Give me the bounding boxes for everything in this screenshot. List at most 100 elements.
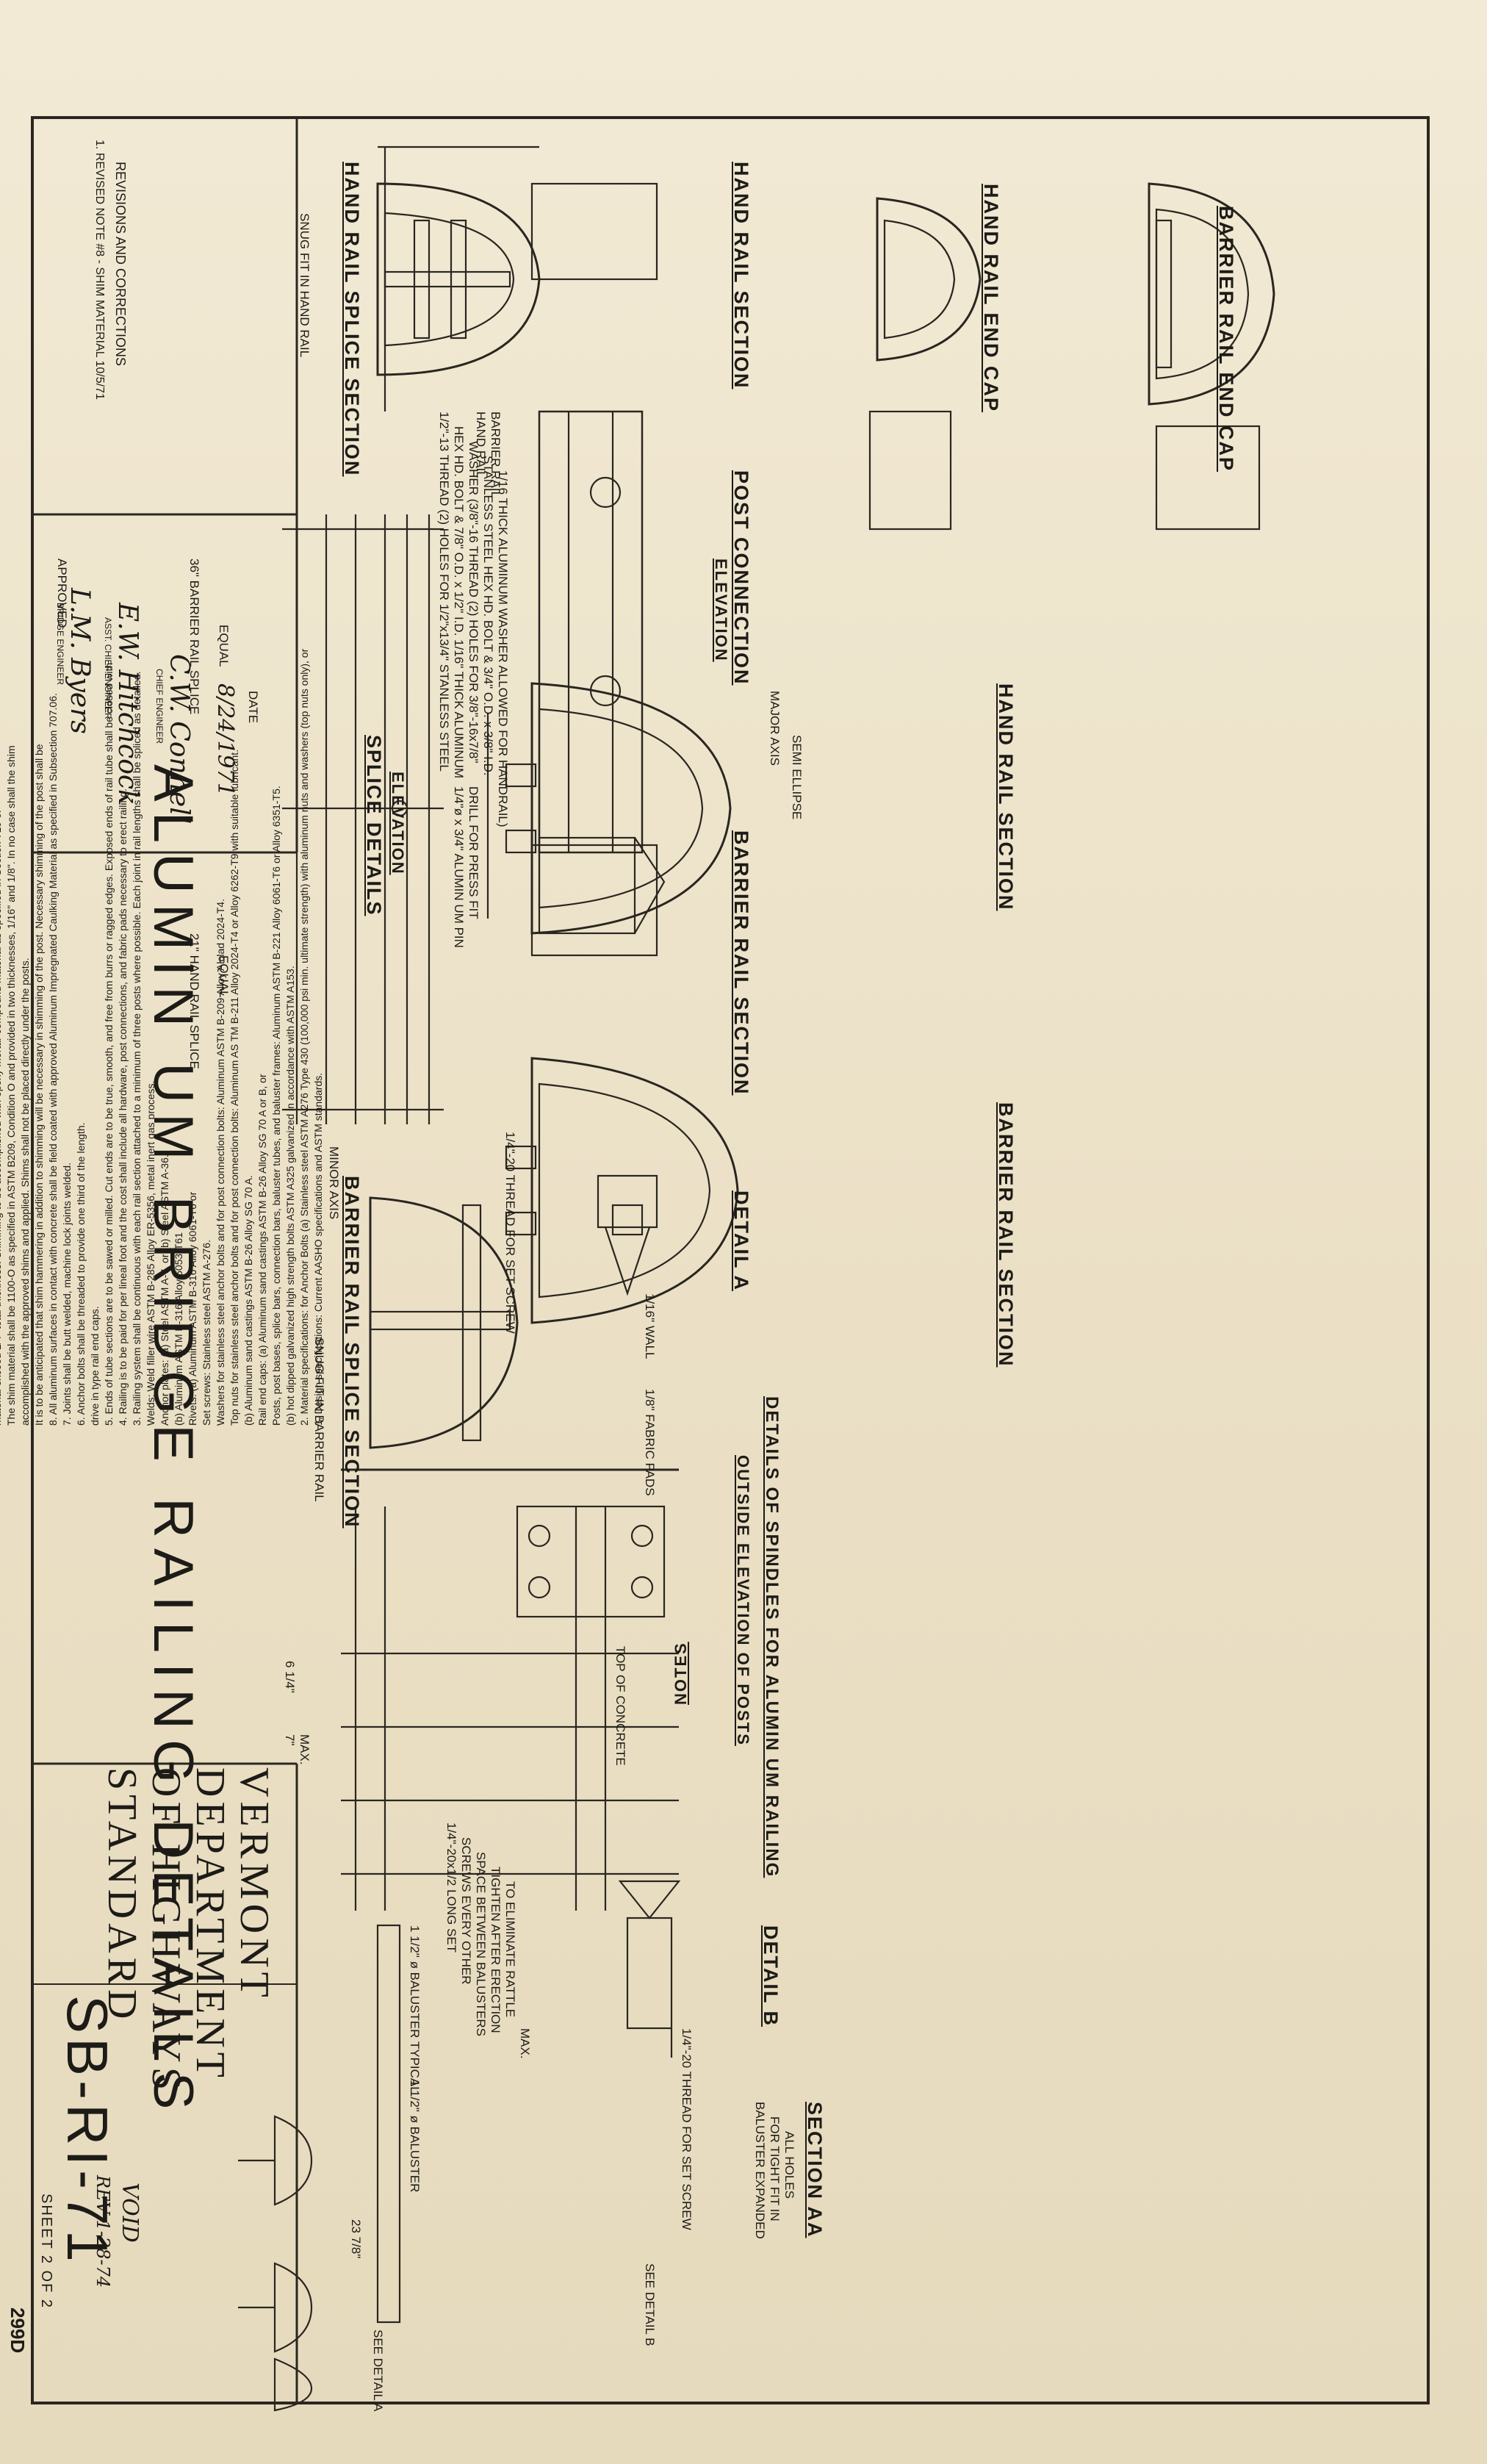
bolt-note-5: 1/16 THICK ALUMINUM WASHER ALLOWED FOR H… <box>496 470 510 827</box>
outside-elevation-posts <box>341 1468 679 1911</box>
title-elevation-2: ELEVATION <box>712 558 730 662</box>
note-line: (b) hot dipped galvanized high strength … <box>284 966 296 1426</box>
title-elevation: ELEVATION <box>389 772 407 875</box>
approval-date: 8/24/1971 <box>212 683 238 797</box>
signature-3-title: BRIDGE ENGINEER <box>55 603 65 686</box>
title-section-aa: SECTION AA <box>804 2102 826 2238</box>
label-baluster: 1 1/2" ø BALUSTER <box>408 2080 422 2193</box>
note-line: 1. Design specifications: Current AASHO … <box>312 1072 324 1426</box>
note-line: accomplished with the approved shims and… <box>19 958 31 1426</box>
post-connection-elevation <box>530 182 658 957</box>
label-set-screw-4: TIGHTEN AFTER ERECTION <box>489 1867 503 2033</box>
note-line: material exceed 1/4" total thickness. Sh… <box>0 810 3 1426</box>
label-dim-6: 6 1/4" <box>283 1661 297 1693</box>
sheet-of: SHEET 2 OF 2 <box>38 2194 54 2310</box>
note-line: Rail end caps: (a) Aluminum sand casting… <box>256 1074 268 1426</box>
label-dim-23: 23 7/8" <box>349 2219 363 2259</box>
note-line: Posts, post bases, splice bars, connecti… <box>270 786 282 1426</box>
end-caps <box>868 182 1275 531</box>
note-line: It is to be anticipated that shim hammer… <box>33 744 45 1426</box>
page-stamp: 299D <box>7 2307 29 2354</box>
note-line: 4. Railing is to be paid for per lineal … <box>117 789 129 1426</box>
title-barrier-rail-splice-section: BARRIER RAIL SPLICE SECTION <box>341 1176 363 1529</box>
title-hand-rail-end-cap: HAND RAIL END CAP <box>980 184 1002 413</box>
label-max-2: MAX. <box>298 1734 312 1765</box>
title-detail-a: DETAIL A <box>730 1190 752 1291</box>
title-barrier-rail-end-cap: BARRIER RAIL END CAP <box>1215 206 1237 473</box>
void-rev: REV 1-28-74 <box>93 2175 113 2288</box>
label-baluster-typ: 1 1/2" ø BALUSTER TYPICAL <box>408 1925 422 2094</box>
note-line: drive in type rail end caps. <box>89 1306 101 1426</box>
note-line: 2. Material specifications: for Anchor B… <box>298 648 310 1426</box>
title-post-connection: POST CONNECTION <box>730 470 752 686</box>
title-splice-details: SPLICE DETAILS <box>363 735 385 916</box>
detail-b <box>618 1880 681 2058</box>
label-set-screw-1: 1/4"-20x1/2 LONG SET <box>444 1822 458 1953</box>
signature-3: L.M. Byers <box>65 588 95 734</box>
notes-title: NOTES <box>672 1642 690 1705</box>
label-see-detail-a: SEE DETAIL A <box>371 2330 385 2412</box>
label-see-detail-b: SEE DETAIL B <box>643 2263 657 2346</box>
agency-line-4: STANDARD <box>99 1767 145 2024</box>
label-set-screw-5: TO ELIMINATE RATTLE <box>503 1881 517 2018</box>
label-set-screw-3: SPACE BETWEEN BALUSTERS <box>474 1852 488 2036</box>
barrier-rail-section-big <box>505 1057 739 1324</box>
date-label: DATE <box>246 691 260 724</box>
label-set-screw-2: SCREWS EVERY OTHER <box>459 1837 473 1985</box>
title-hand-rail-section-big: HAND RAIL SECTION <box>995 683 1017 911</box>
bolt-note-1: 1/2"-13 THREAD (2) HOLES FOR 1/2"x13/4" … <box>437 412 451 772</box>
agency-line-1: VERMONT <box>231 1767 277 2002</box>
bolt-note-3: WASHER (3/8"-16 THREAD (2) HOLES FOR 3/8… <box>467 441 480 764</box>
signature-2-title: ASST. CHIEF ENGINEER <box>103 617 113 719</box>
title-barrier-rail-section-big: BARRIER RAIL SECTION <box>995 1102 1017 1368</box>
label-major-axis: MAJOR AXIS <box>768 691 782 766</box>
label-equal-1: EQUAL <box>217 625 231 667</box>
note-line: The shim material shall be 1100-O as spe… <box>5 745 17 1426</box>
label-max-1: MAX. <box>518 2028 532 2059</box>
label-thread-b: 1/4"-20 THREAD FOR SET SCREW <box>680 2028 694 2230</box>
label-minor-axis: MINOR AXIS <box>327 1146 341 1220</box>
detail-a <box>597 1174 658 1296</box>
note-line: 6. Anchor bolts shall be threaded to pro… <box>75 1122 87 1426</box>
bolt-note-2: HEX HD. BOLT & 7/8" O.D. x 1/2" I.D. 1/1… <box>452 426 466 779</box>
barrier-rail-splice-section <box>369 1196 519 1449</box>
splice-elevation <box>282 514 444 1124</box>
signature-1: C.W. Connell <box>164 654 194 825</box>
revisions-heading: REVISIONS AND CORRECTIONS <box>113 162 128 367</box>
label-top-concrete: TOP OF CONCRETE <box>613 1646 627 1766</box>
void-stamp: VOID <box>117 2183 143 2243</box>
note-line: 7. Joints shall be butt welded, machine … <box>61 1163 73 1426</box>
sheet-border <box>31 116 1430 2404</box>
label-dim-7: 7" <box>283 1734 297 1746</box>
note-line: Top nuts for stainless steel anchor bolt… <box>228 749 240 1426</box>
label-expanded-1: BALUSTER EXPANDED <box>753 2102 767 2239</box>
revisions-item: 1. REVISED NOTE #8 - SHIM MATERIAL 10/5/… <box>93 140 106 400</box>
label-expanded-3: ALL HOLES <box>782 2131 796 2199</box>
label-semi-ellipse: SEMI ELLIPSE <box>790 735 804 820</box>
label-wall: 1/16" WALL <box>643 1293 657 1359</box>
title-detail-b: DETAIL B <box>760 1925 782 2027</box>
signature-1-title: CHIEF ENGINEER <box>154 669 165 744</box>
section-aa <box>238 1924 401 2412</box>
title-barrier-rail-section-top: BARRIER RAIL SECTION <box>730 830 752 1096</box>
label-snug-hand: SNUG FIT IN HAND RAIL <box>298 213 312 358</box>
label-drill: DRILL FOR PRESS FIT <box>467 786 480 919</box>
note-line: (b) Aluminum sand castings ASTM B-26 All… <box>242 1175 254 1426</box>
barrier-rail-section-top <box>538 836 666 935</box>
note-line: Washers for stainless steel anchor bolts… <box>215 899 226 1426</box>
title-hand-rail-section-top: HAND RAIL SECTION <box>730 162 752 389</box>
label-pin: 1/4"ø x 3/4" ALUMIN UM PIN <box>452 786 466 948</box>
title-details-of-spindles: DETAILS OF SPINDLES FOR ALUMIN UM RAILIN… <box>762 1396 782 1878</box>
title-outside-elevation: OUTSIDE ELEVATION OF POSTS <box>734 1455 752 1746</box>
bolt-note-4: STANLESS STEEL HEX HD. BOLT & 3/4" O.D. … <box>481 456 495 776</box>
label-thread-14: 1/4"-20 THREAD FOR SET SCREW <box>503 1132 517 1334</box>
hand-rail-section-big <box>486 682 732 935</box>
agency-line-3: OF HIGHWAYS <box>143 1767 189 2095</box>
title-hand-rail-splice-section: HAND RAIL SPLICE SECTION <box>341 162 363 477</box>
agency-line-2: DEPARTMENT <box>187 1767 233 2082</box>
note-line: 8. All aluminum surfaces in contact with… <box>47 693 59 1426</box>
signature-2: E.W. Hitchcock <box>112 603 143 805</box>
